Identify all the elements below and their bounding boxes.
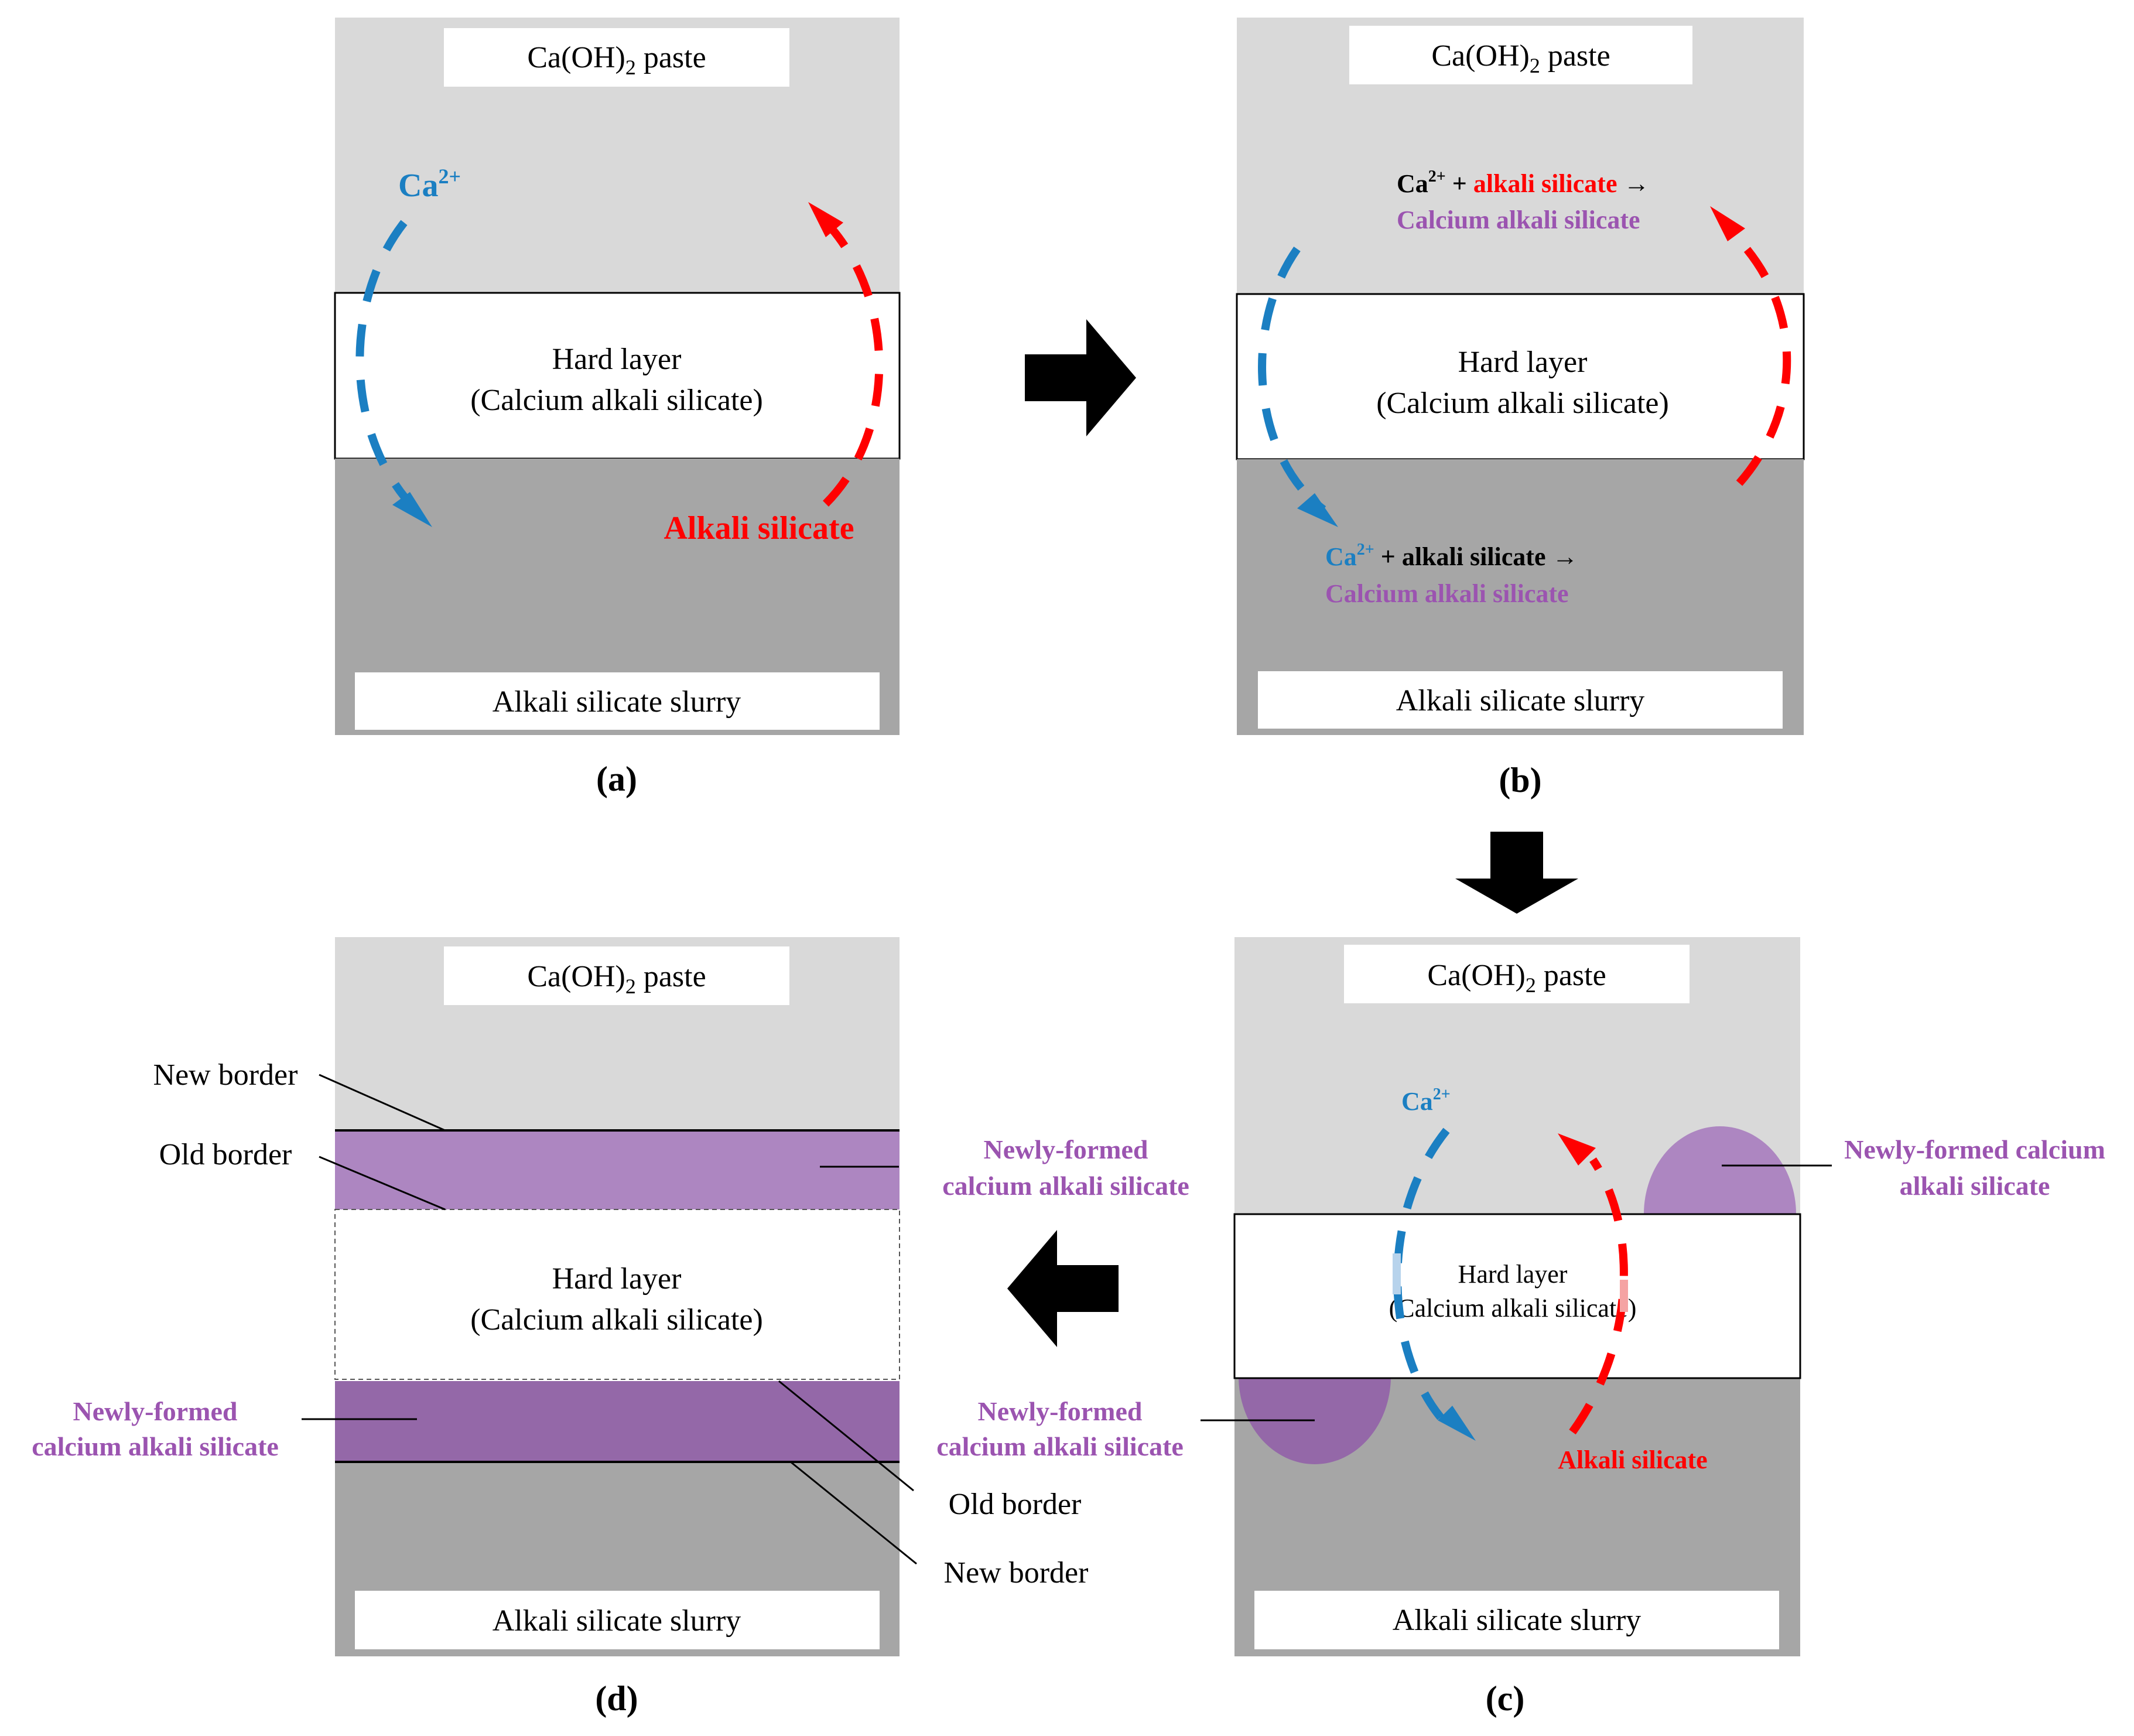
callout-bottom-line-2: calcium alkali silicate [32, 1431, 279, 1461]
hard-layer-title: Hard layer [552, 1262, 682, 1296]
alkali-silicate-label: Alkali silicate [664, 510, 854, 546]
callout-top-line-2: calcium alkali silicate [942, 1171, 1189, 1201]
hard-layer-title: Hard layer [1458, 346, 1588, 379]
ca-ion-label: Ca2+ [1401, 1085, 1451, 1116]
panel-a: Ca(OH)2 paste Hard layer (Calcium alkali… [334, 18, 901, 798]
ca-diffusion-arrow-path [1258, 246, 1326, 513]
callout-bottom-line-1: Newly-formed [73, 1396, 237, 1426]
ca-ion-label: Ca2+ [398, 165, 461, 204]
panel-a-label: (a) [596, 760, 637, 798]
paste-label-box [444, 28, 789, 87]
hard-layer-box [1233, 1213, 1801, 1379]
top-reaction-product: Calcium alkali silicate [1397, 206, 1640, 234]
callout-top-line-1: Newly-formed calcium [1844, 1134, 2105, 1164]
panel-b: Ca(OH)2 paste Hard layer (Calcium alkali… [1236, 18, 1805, 799]
new-border-label-bottom: New border [944, 1556, 1089, 1590]
paste-label-box [1344, 945, 1690, 1003]
bottom-reaction-product: Calcium alkali silicate [1325, 579, 1569, 608]
paste-label: Ca(OH)2 paste [1431, 39, 1610, 77]
paste-label: Ca(OH)2 paste [1427, 959, 1606, 997]
paste-label-box [1349, 26, 1692, 84]
hard-layer-box [334, 1209, 900, 1380]
old-border-leader-top [319, 1156, 446, 1211]
old-border-leader-bottom [778, 1380, 914, 1492]
alkali-silicate-label: Alkali silicate [1558, 1445, 1707, 1474]
hard-layer-subtitle: (Calcium alkali silicate) [1376, 387, 1669, 420]
silicate-diffusion-arrowhead [1710, 206, 1745, 241]
hard-layer-title: Hard layer [552, 343, 682, 376]
slurry-label: Alkali silicate slurry [1396, 684, 1645, 717]
hard-layer-subtitle: (Calcium alkali silicate) [470, 1303, 763, 1337]
bottom-reaction-line-1: Ca2+ + alkali silicate → [1325, 541, 1578, 571]
paste-label: Ca(OH)2 paste [527, 41, 706, 79]
new-product-layer-top [335, 1130, 900, 1209]
arrow-down-icon [1455, 832, 1578, 914]
panel-d-label: (d) [595, 1679, 638, 1718]
new-product-layer-bottom [335, 1381, 900, 1462]
slurry-label: Alkali silicate slurry [493, 1604, 741, 1638]
ca-diffusion-arrowhead [1438, 1406, 1476, 1441]
slurry-label: Alkali silicate slurry [493, 685, 741, 719]
panel-c-label: (c) [1486, 1679, 1525, 1718]
slurry-label-box [355, 672, 880, 730]
slurry-label-box [1254, 1591, 1779, 1649]
slurry-label-box [1258, 671, 1783, 729]
slurry-label-box [355, 1591, 880, 1649]
ca-arrow-faded-segment [1393, 1253, 1401, 1294]
paste-label: Ca(OH)2 paste [527, 960, 706, 998]
arrow-left-icon [1007, 1230, 1119, 1347]
ca-diffusion-arrowhead [1297, 493, 1338, 527]
new-border-leader-bottom [790, 1461, 917, 1565]
hard-layer-box [334, 292, 901, 460]
callout-bottom-line-2: calcium alkali silicate [936, 1431, 1184, 1461]
hard-layer-subtitle: (Calcium alkali silicate) [1389, 1294, 1637, 1322]
hard-layer-subtitle: (Calcium alkali silicate) [470, 384, 763, 417]
paste-label-box [444, 946, 789, 1005]
hard-layer-box [1236, 293, 1805, 460]
panel-d: Ca(OH)2 paste Hard layer (Calcium alkali… [32, 937, 1189, 1718]
slurry-label: Alkali silicate slurry [1393, 1604, 1641, 1637]
top-reaction-line-1: Ca2+ + alkali silicate → [1397, 168, 1649, 198]
hard-layer-title: Hard layer [1458, 1260, 1568, 1289]
callout-top-line-2: alkali silicate [1900, 1171, 2050, 1201]
old-border-label-top: Old border [159, 1138, 292, 1171]
callout-bottom-line-1: Newly-formed [977, 1396, 1142, 1426]
callout-top-line-1: Newly-formed [983, 1134, 1148, 1164]
silicate-diffusion-arrowhead [1558, 1133, 1596, 1166]
silicate-diffusion-arrow-path [1731, 231, 1791, 486]
ca-diffusion-arrowhead [392, 492, 432, 527]
silicate-arrow-faded-segment [1620, 1280, 1628, 1312]
new-border-label-top: New border [153, 1058, 298, 1092]
arrow-right-icon [1025, 319, 1136, 436]
silicate-diffusion-arrowhead [808, 202, 843, 237]
new-border-leader-top [319, 1074, 446, 1132]
panel-b-label: (b) [1499, 761, 1541, 799]
silicate-diffusion-arrow-path [1569, 1157, 1628, 1435]
old-border-label-bottom: Old border [949, 1488, 1082, 1521]
panel-c: Ca(OH)2 paste Hard layer (Calcium alkali… [936, 937, 2105, 1718]
